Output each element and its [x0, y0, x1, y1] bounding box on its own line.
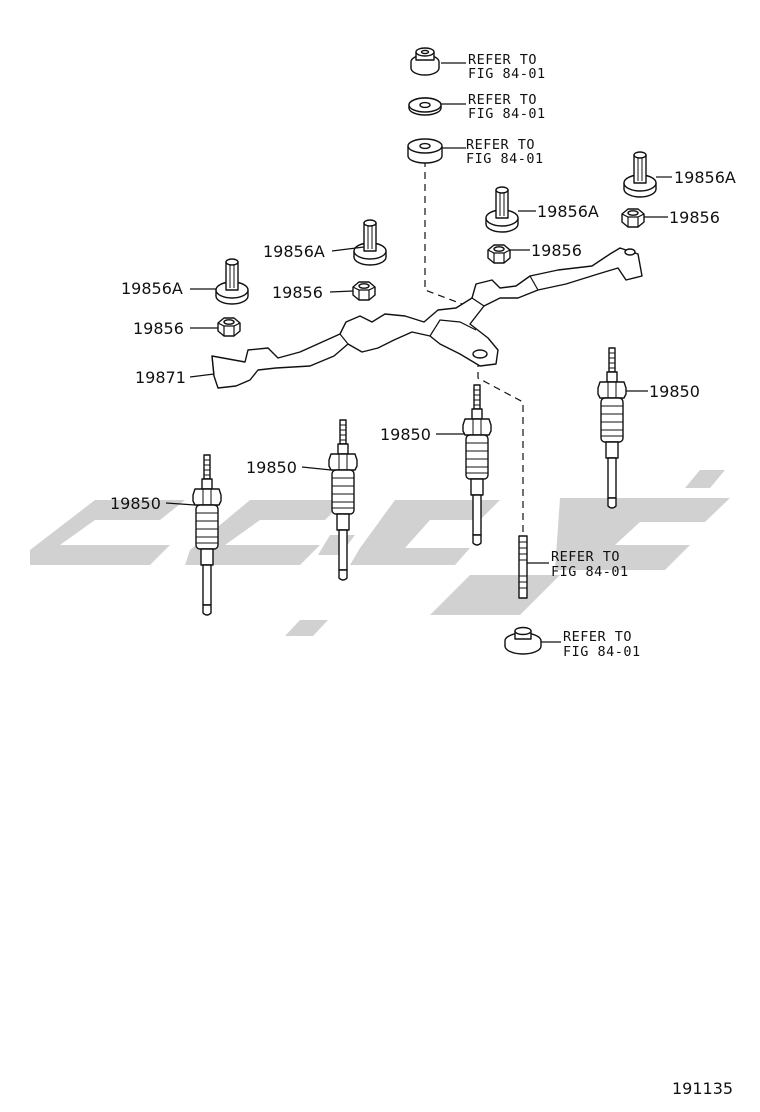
refer-note-4: REFER TO FIG 84-01	[551, 549, 629, 580]
callout-19856a-left: 19856A	[121, 279, 183, 298]
connector-nut-4	[623, 151, 657, 198]
callout-19850-right: 19850	[649, 382, 700, 401]
stud	[518, 535, 528, 599]
callout-19856-center: 19856	[531, 241, 582, 260]
mounting-bracket	[211, 247, 643, 389]
top-nut	[410, 47, 440, 76]
refer-note-line2: FIG 84-01	[468, 106, 546, 122]
bottom-flange-nut	[504, 626, 542, 655]
callout-19871-bracket: 19871	[135, 368, 186, 387]
hex-nut-4	[621, 208, 645, 228]
hex-nut-2	[352, 281, 376, 301]
figure-number: 191135	[672, 1079, 733, 1098]
refer-note-line1: REFER TO	[563, 629, 632, 645]
callout-19856a-mid: 19856A	[263, 242, 325, 261]
glow-plug-1	[192, 454, 222, 616]
refer-note-5: REFER TO FIG 84-01	[563, 629, 641, 660]
top-washer	[408, 97, 442, 116]
callout-19850-left: 19850	[110, 494, 161, 513]
callout-19856-left: 19856	[133, 319, 184, 338]
refer-note-line2: FIG 84-01	[466, 151, 544, 167]
refer-note-line2: FIG 84-01	[551, 564, 629, 580]
dashed-alignment-line-top	[424, 160, 479, 311]
refer-note-line2: FIG 84-01	[468, 66, 546, 82]
watermark-logo	[30, 470, 730, 636]
refer-note-line1: REFER TO	[466, 137, 535, 153]
connector-nut-3	[485, 186, 519, 233]
dashed-alignment-line-bottom	[477, 360, 524, 532]
leader-lines	[165, 62, 672, 643]
connector-nut-1	[215, 258, 249, 305]
refer-note-3: REFER TO FIG 84-01	[466, 137, 544, 167]
callout-19856-mid: 19856	[272, 283, 323, 302]
callout-19856a-center: 19856A	[537, 202, 599, 221]
callout-19856-right: 19856	[669, 208, 720, 227]
top-spacer	[407, 138, 443, 164]
glow-plug-2	[328, 419, 358, 581]
callout-19856a-right: 19856A	[674, 168, 736, 187]
connector-nut-2	[353, 219, 387, 266]
callout-19850-center: 19850	[380, 425, 431, 444]
glow-plug-3	[462, 384, 492, 546]
refer-note-2: REFER TO FIG 84-01	[468, 92, 546, 122]
refer-note-line2: FIG 84-01	[563, 644, 641, 660]
refer-note-line1: REFER TO	[468, 52, 537, 68]
glow-plug-4	[597, 347, 627, 509]
refer-note-line1: REFER TO	[551, 549, 620, 565]
callout-19850-mid: 19850	[246, 458, 297, 477]
refer-note-1: REFER TO FIG 84-01	[468, 52, 546, 82]
hex-nut-3	[487, 244, 511, 264]
refer-note-line1: REFER TO	[468, 92, 537, 108]
hex-nut-1	[217, 317, 241, 337]
